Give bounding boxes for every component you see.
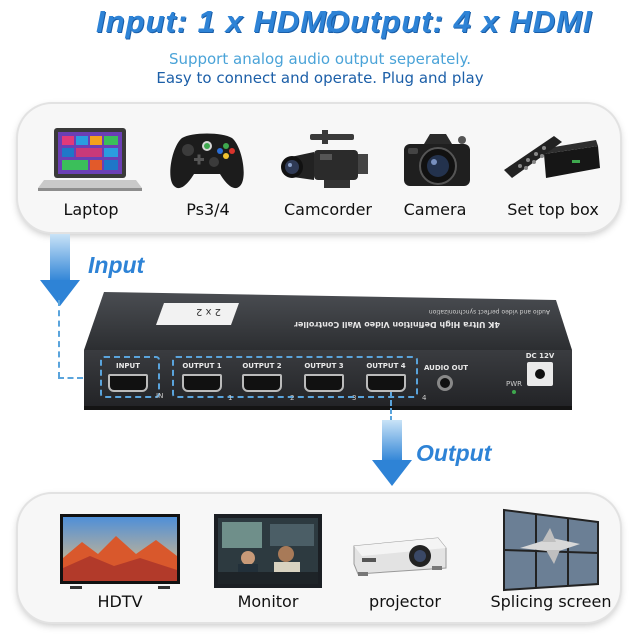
display-label-splicing-screen: Splicing screen xyxy=(490,592,612,611)
source-label-laptop: Laptop xyxy=(63,200,119,219)
output-number-4: 4 xyxy=(422,394,427,402)
set-top-box-icon xyxy=(500,126,604,196)
output-port-label-2: OUTPUT 2 xyxy=(242,362,282,370)
output-ports-highlight xyxy=(172,356,418,398)
source-label-ps: Ps3/4 xyxy=(186,200,230,219)
monitor-icon xyxy=(214,514,322,594)
device-top-text-1: 4K Ultra High Definition Video Wall Cont… xyxy=(294,320,500,329)
output-hdmi-port-2[interactable] xyxy=(242,374,282,392)
input-hdmi-port[interactable] xyxy=(108,374,148,392)
output-hdmi-port-4[interactable] xyxy=(366,374,406,392)
source-label-set-top-box: Set top box xyxy=(507,200,599,219)
output-connector xyxy=(390,392,392,422)
display-label-hdtv: HDTV xyxy=(97,592,143,611)
camcorder-icon xyxy=(280,128,372,200)
dc-label: DC 12V xyxy=(525,352,555,360)
output-title: Output: 4 x HDMI xyxy=(325,4,593,39)
display-label-projector: projector xyxy=(369,592,441,611)
output-port-label-4: OUTPUT 4 xyxy=(366,362,406,370)
display-label-monitor: Monitor xyxy=(237,592,299,611)
input-port-label: INPUT xyxy=(115,362,141,370)
audio-out-label: AUDIO OUT xyxy=(423,364,469,372)
input-arrow-icon xyxy=(40,234,80,318)
subtitle-line-2: Easy to connect and operate. Plug and pl… xyxy=(156,69,484,87)
output-port-label-1: OUTPUT 1 xyxy=(182,362,222,370)
pwr-label: PWR xyxy=(506,380,523,388)
input-connector-horizontal xyxy=(58,377,102,379)
source-label-camcorder: Camcorder xyxy=(283,200,373,219)
splicing-screen-icon xyxy=(500,508,602,596)
output-hdmi-port-3[interactable] xyxy=(304,374,344,392)
input-port-highlight xyxy=(100,356,160,398)
camera-icon xyxy=(400,130,474,196)
input-title: Input: 1 x HDMI xyxy=(96,4,337,39)
subtitle-line-1: Support analog audio output seperately. xyxy=(168,50,472,68)
dc-power-jack[interactable] xyxy=(527,362,553,386)
output-flow-label: Output xyxy=(416,440,492,466)
input-connector-vertical xyxy=(58,300,62,378)
audio-out-jack[interactable] xyxy=(437,375,453,391)
output-hdmi-port-1[interactable] xyxy=(182,374,222,392)
source-label-camera: Camera xyxy=(403,200,467,219)
output-port-label-3: OUTPUT 3 xyxy=(304,362,344,370)
device-top-text-2: Audio and video perfect synchronization xyxy=(428,308,550,315)
output-number-3: 3 xyxy=(352,394,357,402)
laptop-icon xyxy=(38,126,142,198)
gamepad-icon xyxy=(168,128,246,198)
in-mark: IN xyxy=(156,392,164,400)
output-number-1: 1 xyxy=(228,394,233,402)
device-badge-text: 2 x 2 xyxy=(196,306,221,317)
input-flow-label: Input xyxy=(88,252,145,278)
output-arrow-icon xyxy=(372,420,412,496)
output-number-2: 2 xyxy=(290,394,295,402)
hdtv-icon xyxy=(60,514,180,594)
pwr-led xyxy=(512,390,516,394)
projector-icon xyxy=(350,532,450,584)
